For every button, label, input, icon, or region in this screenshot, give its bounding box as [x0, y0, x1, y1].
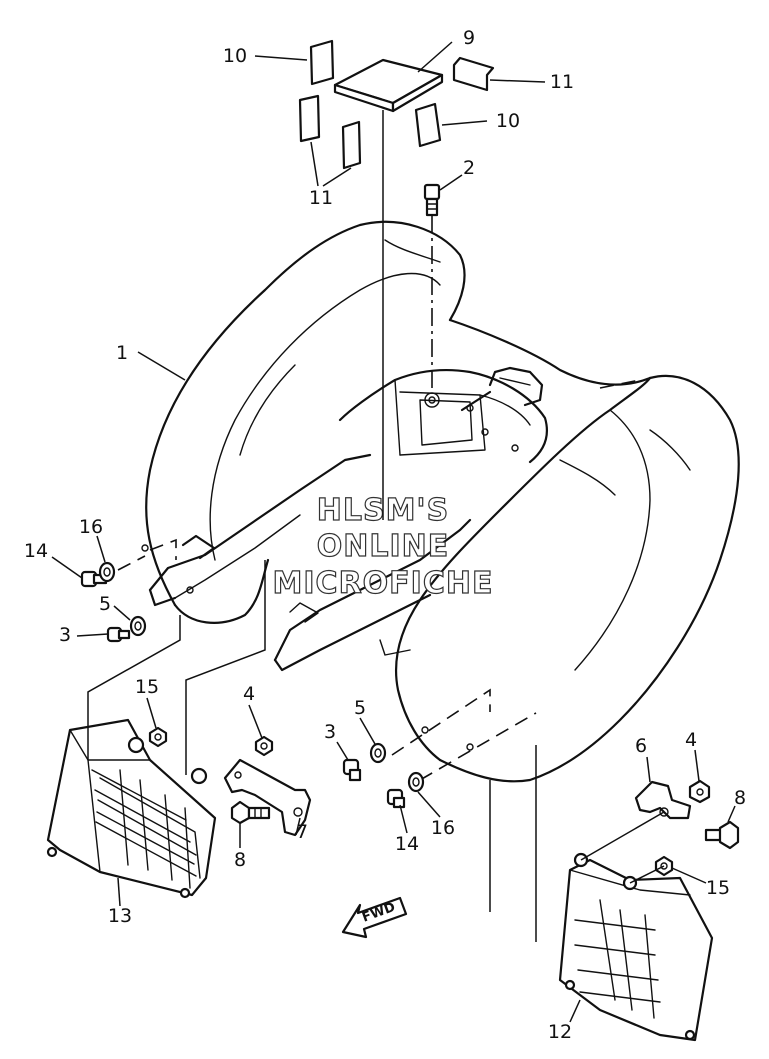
pad-11-left-b: [341, 120, 362, 170]
bolt-8-right: [704, 820, 740, 850]
bolt-14-right: [386, 788, 406, 809]
callout-11: 11: [309, 187, 333, 209]
callout-16: 16: [79, 516, 103, 538]
mud-guard-13: [46, 718, 217, 899]
bracket-6: [634, 780, 692, 820]
bolt-8-left: [230, 800, 271, 825]
pad-10-upper: [309, 39, 335, 86]
callout-15: 15: [706, 877, 730, 899]
nut-4-right: [688, 779, 711, 804]
callout-2: 2: [463, 157, 475, 179]
washer-16-right: [407, 771, 425, 793]
washer-5-left: [129, 615, 147, 637]
callout-8: 8: [234, 849, 246, 871]
seal-pad-9: [333, 58, 444, 113]
rear-fender-1: [141, 220, 740, 783]
pad-10-right: [414, 102, 442, 148]
left-dash-lines: [117, 538, 177, 571]
pad-11-left-a: [298, 94, 321, 143]
callout-9: 9: [463, 27, 475, 49]
pad-11-right: [452, 56, 495, 92]
callouts: 10 9 11 10 11 2 1 16 14 5 3 15 4 7 8 13 …: [24, 27, 746, 1043]
watermark-line2: ONLINE: [317, 529, 450, 564]
left-guard-lines: [87, 560, 266, 775]
leader-lines: [51, 41, 736, 1023]
bolt-3-left: [106, 626, 131, 643]
nut-4-left: [254, 735, 274, 757]
callout-14: 14: [395, 833, 419, 855]
callout-8: 8: [734, 787, 746, 809]
watermark: HLSM'S ONLINE MICROFICHE: [272, 492, 494, 601]
callout-16: 16: [431, 817, 455, 839]
washer-16-left: [98, 561, 116, 583]
forward-arrow: FWD: [341, 896, 408, 939]
callout-12: 12: [548, 1021, 572, 1043]
watermark-line3: MICROFICHE: [273, 566, 494, 601]
callout-3: 3: [59, 624, 71, 646]
callout-5: 5: [99, 593, 111, 615]
callout-7: 7: [296, 821, 308, 843]
right-guard-fix-lines: [580, 811, 665, 884]
callout-4: 4: [685, 729, 697, 751]
callout-1: 1: [116, 342, 128, 364]
right-guard-lines: [489, 745, 537, 942]
callout-11: 11: [550, 71, 574, 93]
mud-guard-12: [558, 852, 714, 1042]
callout-6: 6: [635, 735, 647, 757]
callout-14: 14: [24, 540, 48, 562]
callout-5: 5: [354, 697, 366, 719]
callout-13: 13: [108, 905, 132, 927]
callout-15: 15: [135, 676, 159, 698]
callout-10: 10: [496, 110, 520, 132]
callout-10: 10: [223, 45, 247, 67]
callout-3: 3: [324, 721, 336, 743]
washer-5-right: [369, 742, 387, 764]
bolt-2: [423, 183, 441, 217]
right-dash-lines: [391, 688, 537, 781]
bolt-3-right: [342, 758, 362, 782]
nut-15-left: [148, 726, 168, 748]
bracket-7: [223, 758, 312, 837]
callout-4: 4: [243, 683, 255, 705]
